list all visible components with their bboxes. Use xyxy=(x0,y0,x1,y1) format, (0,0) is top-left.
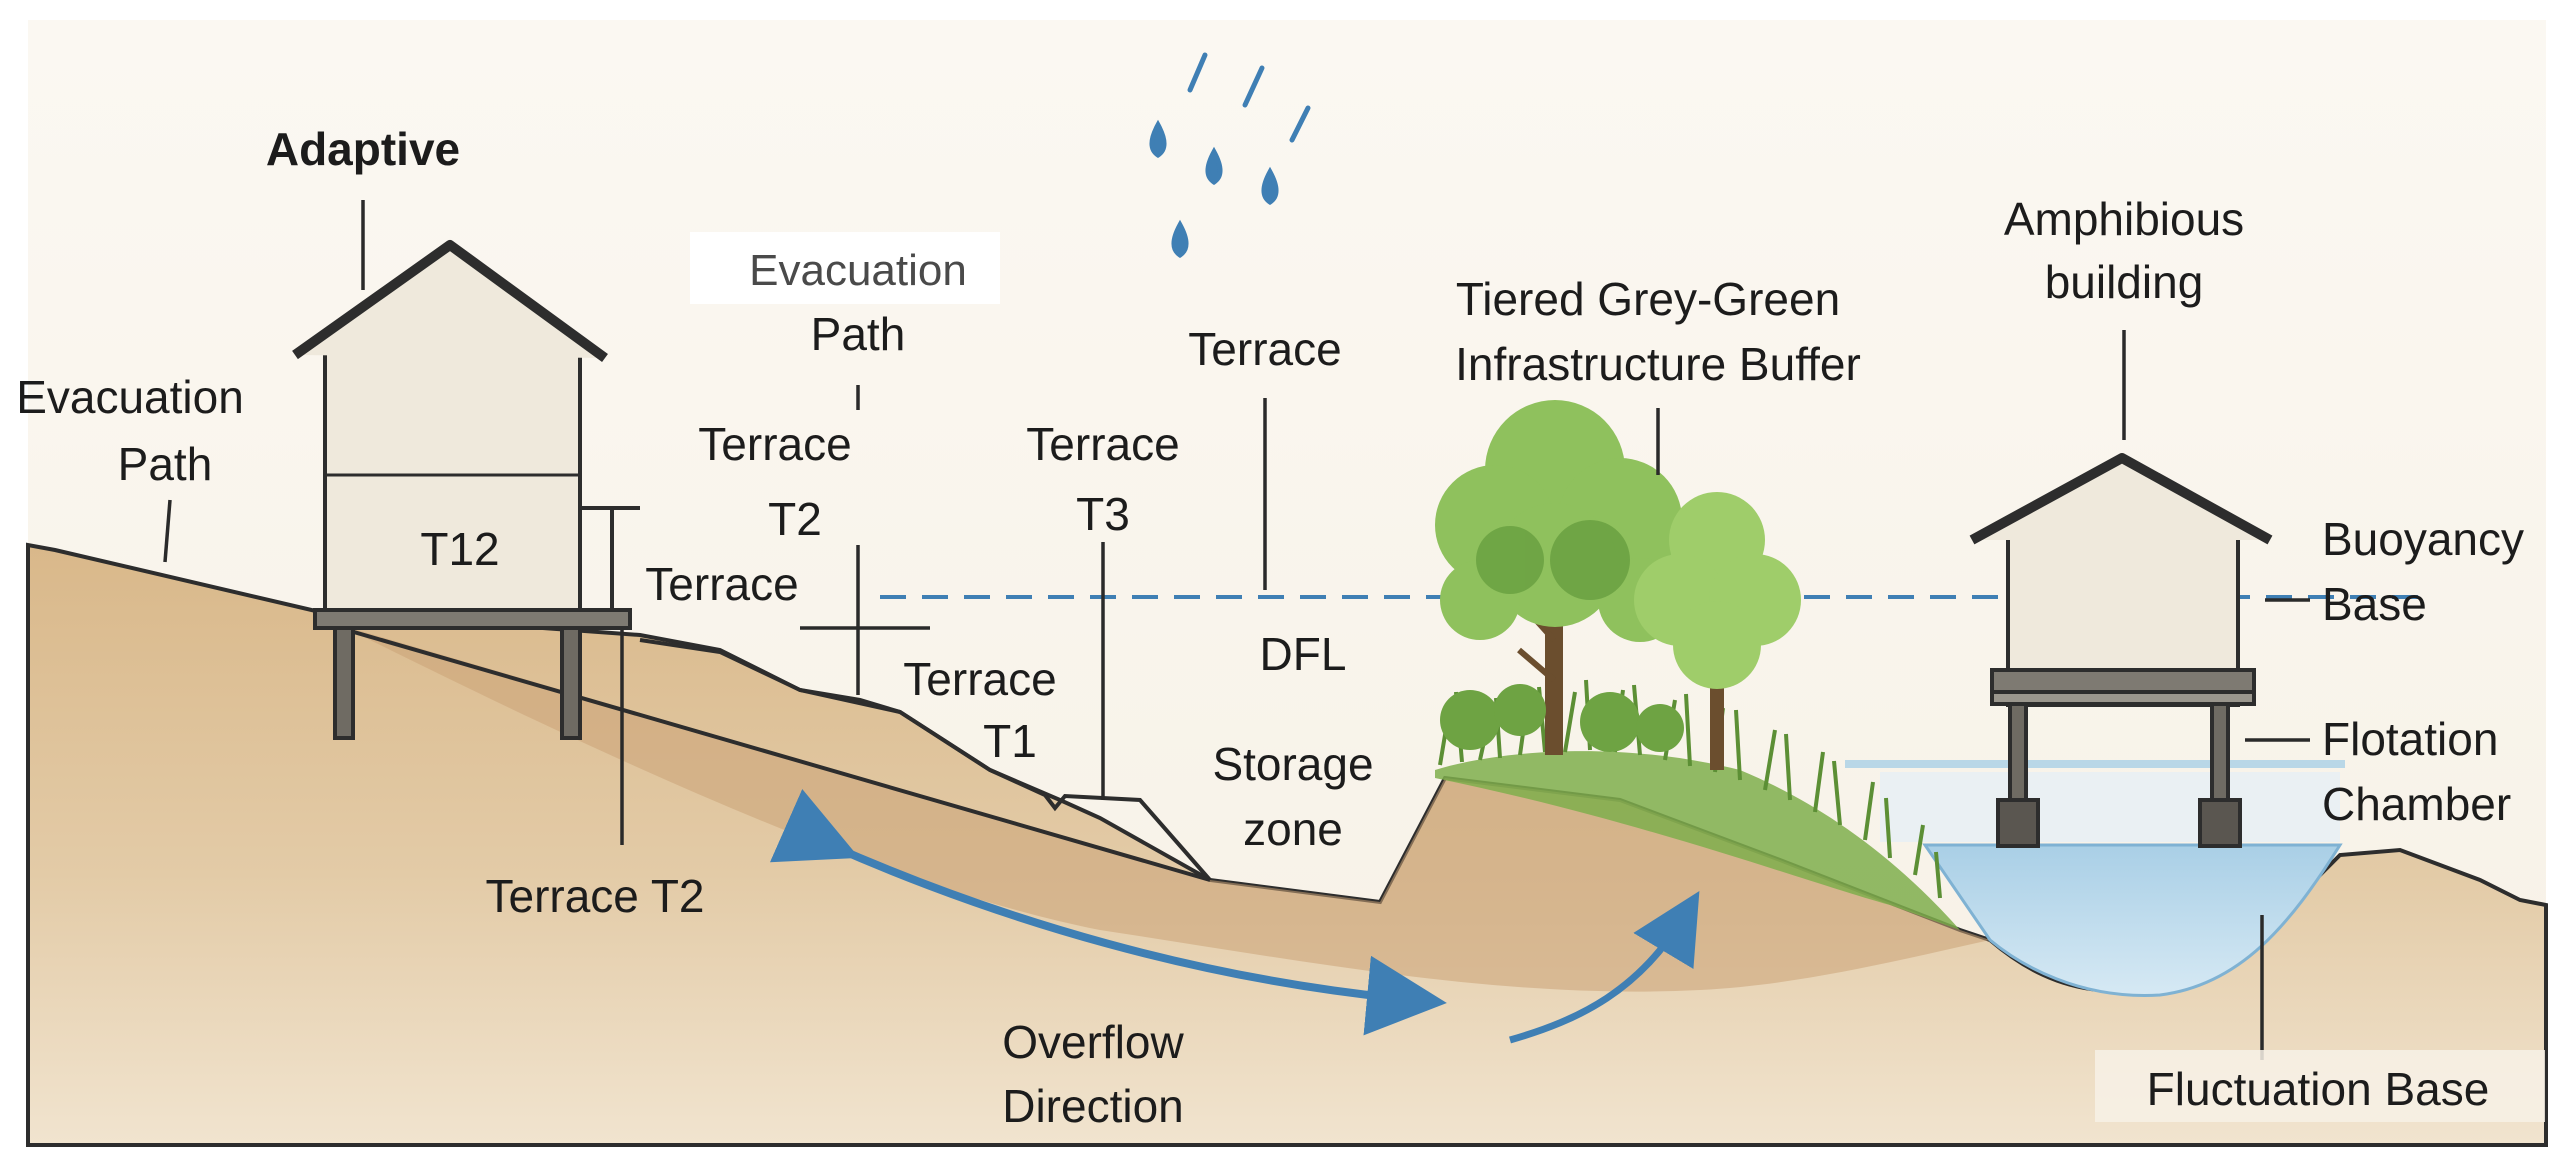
flotation-chamber xyxy=(1996,798,2040,848)
shrub xyxy=(1580,692,1640,752)
house-stilt xyxy=(560,626,582,740)
vegetation xyxy=(1435,400,1960,930)
label-flotation-line1: Flotation xyxy=(2322,713,2498,765)
rain-drop xyxy=(1261,166,1279,206)
label-bg xyxy=(690,232,1000,304)
leaf-shade xyxy=(1550,520,1630,600)
label-amphibious-line1: Amphibious xyxy=(2004,193,2244,245)
water-body xyxy=(1922,843,2343,997)
rain-drop xyxy=(1149,119,1167,159)
label-evac-left-line2: Path xyxy=(118,438,213,490)
leaf-cluster xyxy=(1673,601,1761,689)
shrub xyxy=(1636,704,1684,752)
label-terrace-t1-line1: Terrace xyxy=(903,653,1056,705)
label-terrace-t3-line2: T3 xyxy=(1076,488,1130,540)
label-overflow-line1: Overflow xyxy=(1002,1016,1184,1068)
house-tag-t12: T12 xyxy=(420,523,499,575)
label-dfl: DFL xyxy=(1260,628,1347,680)
label-fluctuation: Fluctuation Base xyxy=(2147,1063,2490,1115)
label-terrace-mid: Terrace xyxy=(645,558,798,610)
label-terrace-t1-line2: T1 xyxy=(983,715,1037,767)
shrub xyxy=(1440,690,1500,750)
overflow-arrow-main xyxy=(769,789,1447,1036)
label-tiered-line2: Infrastructure Buffer xyxy=(1455,338,1861,390)
label-evac-top-line1: Evacuation xyxy=(749,246,967,295)
rain-streak xyxy=(1289,105,1311,143)
amphibious-house xyxy=(1969,453,2273,848)
house-sub-platform xyxy=(1990,690,2256,706)
house-roof xyxy=(292,240,608,363)
house-platform xyxy=(313,608,632,630)
shrubs xyxy=(1440,684,1684,752)
rain xyxy=(1149,52,1311,259)
adaptive-house: T12 xyxy=(292,240,640,740)
label-overflow-line2: Direction xyxy=(1002,1080,1184,1132)
leader-lines xyxy=(163,200,2310,1060)
tree-canopy-shade xyxy=(1476,520,1630,600)
label-evac-top-line2: Path xyxy=(811,308,906,360)
house-stilt xyxy=(2210,702,2230,806)
rain-streak xyxy=(1242,65,1265,108)
label-storage-line1: Storage xyxy=(1212,738,1373,790)
flotation-zone xyxy=(1880,772,2340,842)
label-buoyancy-line1: Buoyancy xyxy=(2322,513,2524,565)
flotation-chamber xyxy=(2198,798,2242,848)
label-flotation-line2: Chamber xyxy=(2322,778,2511,830)
overflow-arrow-secondary xyxy=(1509,890,1700,1044)
house-stilt xyxy=(333,626,355,740)
label-storage-line2: zone xyxy=(1243,803,1343,855)
tree-canopy-small xyxy=(1634,492,1801,689)
buoyancy-base-platform xyxy=(1990,668,2256,694)
rain-streak xyxy=(1187,52,1208,93)
shrub xyxy=(1494,684,1546,736)
leaf-shade xyxy=(1476,526,1544,594)
label-terrace-t2-upper-line1: Terrace xyxy=(698,418,851,470)
slope-band xyxy=(340,625,1990,992)
rain-drop xyxy=(1205,146,1223,186)
house-roof xyxy=(1969,453,2273,545)
label-terrace-t2-upper-line2: T2 xyxy=(768,493,822,545)
label-adaptive: Adaptive xyxy=(266,123,460,175)
label-bg xyxy=(2095,1050,2545,1122)
flotation-water-line xyxy=(1845,760,2345,768)
label-buoyancy-line2: Base xyxy=(2322,578,2427,630)
grass-mound xyxy=(1435,751,1960,930)
label-terrace-t3-line1: Terrace xyxy=(1026,418,1179,470)
house-stilt xyxy=(2008,702,2028,806)
label-terrace-top: Terrace xyxy=(1188,323,1341,375)
label-tiered-line1: Tiered Grey-Green xyxy=(1456,273,1840,325)
label-amphibious-line2: building xyxy=(2045,256,2204,308)
label-terrace-t2-lower: Terrace T2 xyxy=(485,870,704,922)
leader-evac-left xyxy=(163,499,172,563)
rain-drop xyxy=(1171,219,1189,259)
label-evac-left-line1: Evacuation xyxy=(16,371,244,423)
